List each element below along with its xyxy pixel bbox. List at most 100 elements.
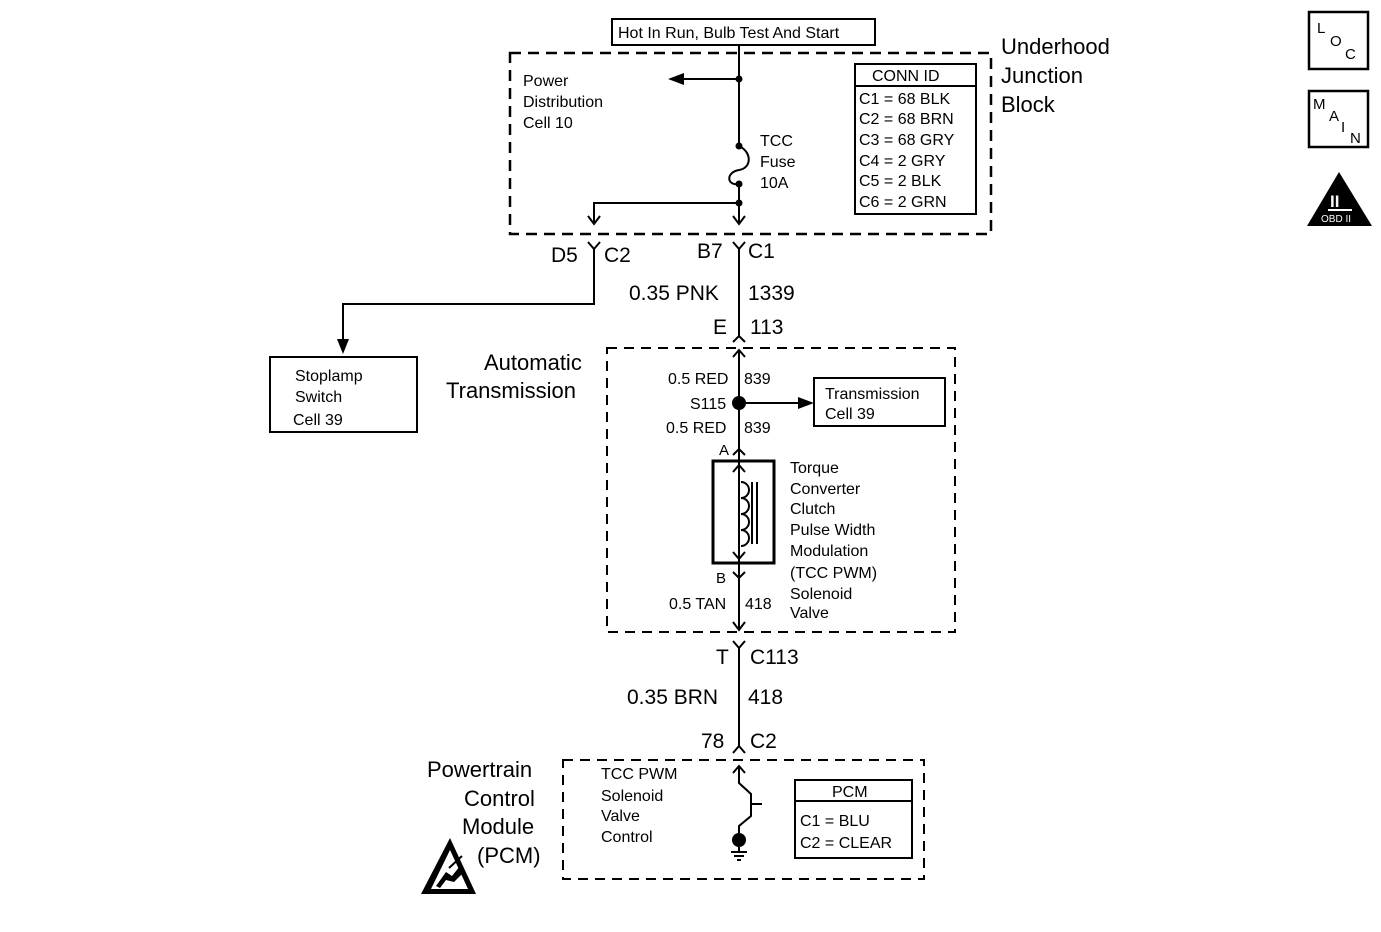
trans-title-line-1: Automatic [484, 350, 582, 375]
stoplamp-box [269, 356, 418, 433]
solenoid-label-line: Valve [790, 605, 829, 622]
connector-t-label: T [716, 646, 729, 669]
connector-78-label: 78 [701, 730, 724, 753]
wire-red-circuit-1: 839 [744, 371, 771, 388]
connector-c2-pcm-symbol [732, 744, 746, 754]
connector-c113-symbol [732, 640, 746, 650]
connector-c1-symbol [732, 241, 746, 251]
fuse-label-line-3: 10A [760, 175, 789, 192]
power-dist-line-1: Power [523, 73, 569, 90]
ujb-title-line-1: Underhood [1001, 34, 1110, 59]
connector-c2-symbol [587, 241, 601, 251]
solenoid-coil [740, 481, 750, 547]
stoplamp-branch-ujb [593, 202, 739, 222]
fuse-label-line-1: TCC [760, 133, 793, 150]
wire-pnk-gauge-color: 0.35 PNK [629, 282, 719, 305]
connector-c1-label: C1 [748, 240, 775, 263]
power-dist-arrow [668, 73, 684, 85]
loc-icon[interactable]: L O C [1307, 10, 1370, 71]
conn-id-row: C6 = 2 GRN [859, 194, 947, 211]
svg-text:O: O [1330, 33, 1342, 50]
wire-red-circuit-2: 839 [744, 420, 771, 437]
stoplamp-wire [342, 249, 595, 340]
connector-c113-label: C113 [750, 646, 799, 669]
pcm-title-line-1: Powertrain [427, 757, 532, 782]
pcm-control-line-2: Solenoid [601, 788, 663, 805]
stoplamp-line-2: Switch [295, 389, 342, 406]
conn-id-row: C1 = 68 BLK [859, 91, 951, 108]
svg-text:M: M [1313, 96, 1326, 113]
conn-id-header: CONN ID [872, 68, 940, 85]
wire-brn-gauge-color: 0.35 BRN [627, 686, 718, 709]
pcm-connector-table [794, 779, 913, 859]
solenoid-internal-arrow-top [732, 463, 746, 473]
fuse-label-line-2: Fuse [760, 154, 796, 171]
arrow-c2-ujb [587, 215, 601, 226]
ujb-title-line-2: Junction [1001, 63, 1083, 88]
trans-cell-line-2: Cell 39 [825, 406, 875, 423]
pcm-table-row: C2 = CLEAR [800, 835, 892, 852]
svg-text:C: C [1345, 46, 1356, 63]
conn-id-table [854, 63, 977, 215]
connector-b7-label: B7 [697, 240, 723, 263]
stoplamp-arrow [337, 339, 349, 354]
solenoid-pin-b: B [716, 570, 726, 587]
svg-text:A: A [1329, 108, 1339, 125]
connector-113-symbol [732, 334, 746, 343]
connector-e-label: E [713, 316, 727, 339]
solenoid-label-line: Modulation [790, 543, 868, 560]
wire-tan-arrow [732, 621, 746, 632]
trans-title-line-2: Transmission [446, 378, 576, 403]
wire-brn-circuit: 418 [748, 686, 783, 709]
pcm-table-row: C1 = BLU [800, 813, 870, 830]
conn-id-row: C5 = 2 BLK [859, 173, 942, 190]
connector-113-label: 113 [750, 316, 783, 339]
pcm-title-line-2: Control [464, 786, 535, 811]
pcm-control-line-4: Control [601, 829, 653, 846]
wire-pnk-circuit: 1339 [748, 282, 795, 305]
conn-id-row: C4 = 2 GRY [859, 153, 946, 170]
stoplamp-line-3: Cell 39 [293, 412, 343, 429]
splice-s115-label: S115 [690, 396, 726, 413]
pcm-control-line-1: TCC PWM [601, 766, 677, 783]
fuse-symbol [728, 145, 750, 186]
arrow-c1-ujb [732, 215, 746, 226]
power-source-box [611, 18, 876, 46]
trans-cell-box [813, 377, 946, 427]
trans-cell-line-1: Transmission [825, 386, 920, 403]
solenoid-label-line: (TCC PWM) [790, 565, 877, 582]
pcm-title-line-4: (PCM) [477, 843, 541, 868]
trans-cell-arrow [798, 397, 814, 409]
solenoid-label-line: Pulse Width [790, 522, 875, 539]
power-dist-line-3: Cell 10 [523, 115, 573, 132]
solenoid-pin-a: A [719, 442, 729, 459]
wire-tan-gauge-color: 0.5 TAN [669, 596, 726, 613]
conn-id-row: C2 = 68 BRN [859, 111, 954, 128]
pcm-table-header: PCM [832, 784, 868, 801]
obd-ii-icon[interactable]: II OBD II [1307, 172, 1372, 226]
svg-text:I: I [1341, 119, 1345, 136]
trans-dashed-boundary [606, 347, 956, 633]
solenoid-internal-arrow-bottom [732, 551, 746, 561]
solenoid-label-line: Torque [790, 460, 839, 477]
main-icon[interactable]: M A I N [1307, 89, 1370, 149]
connector-d5-label: D5 [551, 244, 578, 267]
ujb-title-line-3: Block [1001, 92, 1056, 117]
wire-red-gauge-color-2: 0.5 RED [666, 420, 726, 437]
svg-text:N: N [1350, 130, 1361, 147]
tcc-pwm-solenoid [711, 459, 776, 565]
solenoid-label-line: Clutch [790, 501, 835, 518]
wire-tan-circuit: 418 [745, 596, 772, 613]
transistor-driver [738, 766, 752, 838]
solenoid-label-line: Solenoid [790, 586, 852, 603]
pcm-title-line-3: Module [462, 814, 534, 839]
esd-warning-icon [421, 838, 476, 894]
conn-id-row: C3 = 68 GRY [859, 132, 955, 149]
connector-c2-left-label: C2 [604, 244, 631, 267]
stoplamp-line-1: Stoplamp [295, 368, 363, 385]
solenoid-label-line: Converter [790, 481, 861, 498]
power-dist-line-2: Distribution [523, 94, 603, 111]
connector-c2-pcm-label: C2 [750, 730, 777, 753]
ujb-dashed-boundary [508, 51, 993, 236]
svg-text:OBD II: OBD II [1321, 214, 1351, 225]
